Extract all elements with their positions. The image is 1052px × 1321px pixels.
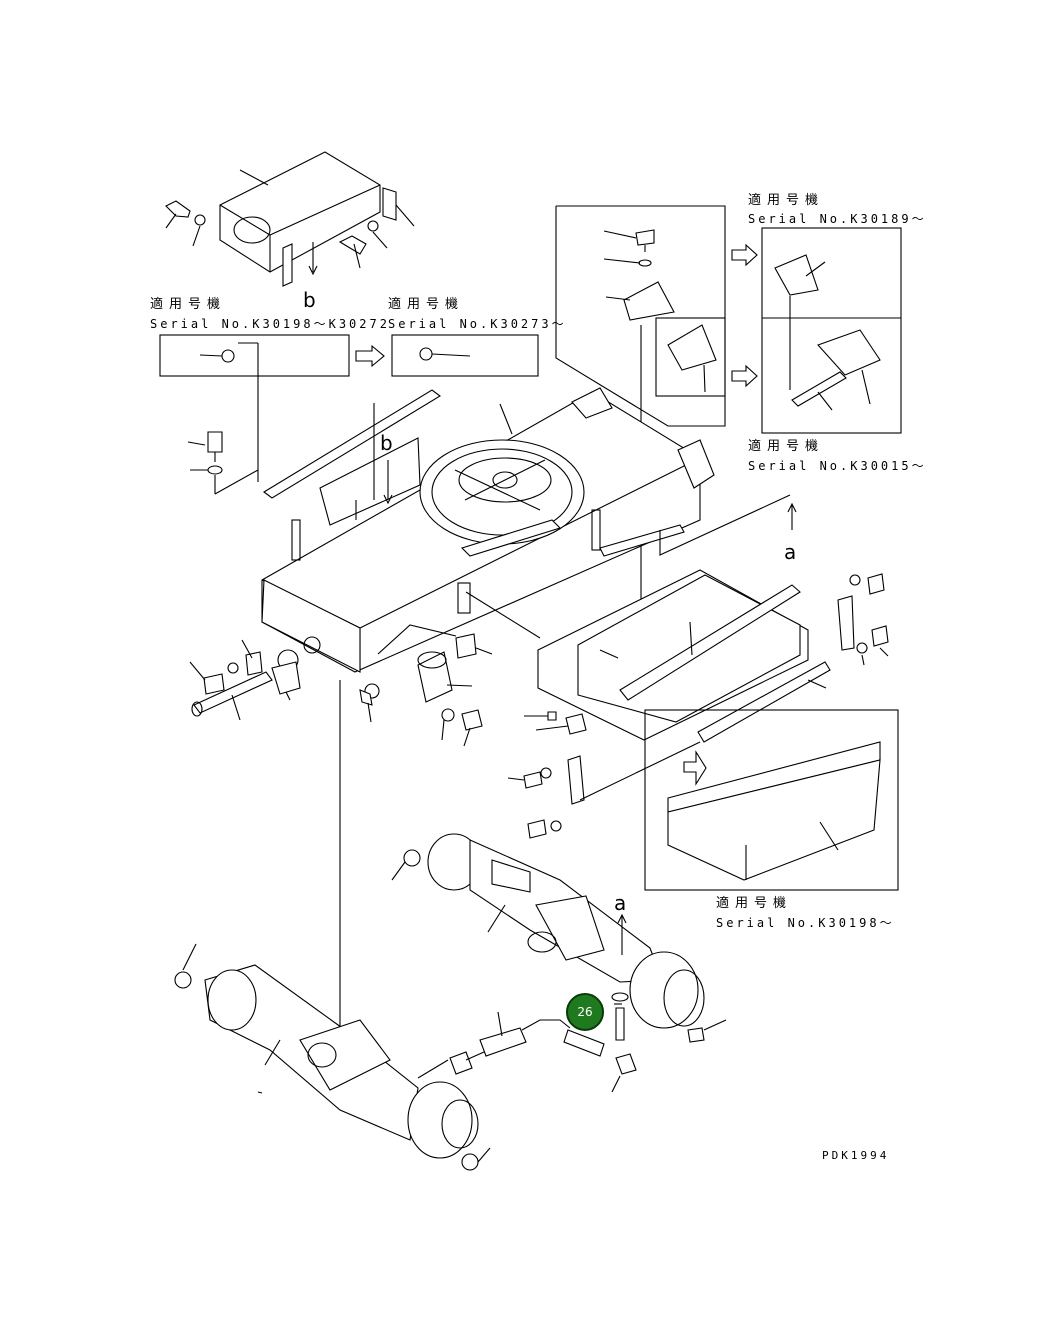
left-link-rods <box>507 741 701 839</box>
variant-box-b-right <box>391 334 539 377</box>
note-b-left-jp: 適用号機 <box>150 297 227 312</box>
variant-tray-box <box>644 709 899 891</box>
variant-box-right <box>761 227 902 434</box>
part-callout-26[interactable]: 26 <box>566 993 604 1031</box>
note-mid-right-jp: 適用号機 <box>748 439 825 454</box>
drive-shaft <box>449 992 637 1093</box>
variant-box-b-left <box>159 334 350 482</box>
drawing-code: PDK1994 <box>822 1149 890 1162</box>
cylinder-unit <box>359 582 493 747</box>
rear-axle <box>391 833 727 1043</box>
part-callout-number: 26 <box>577 1005 593 1019</box>
note-top-right-jp: 適用号機 <box>748 193 825 208</box>
note-bottom-right-jp: 適用号機 <box>716 896 793 911</box>
top-cover-box <box>219 151 415 287</box>
front-axle <box>174 943 491 1171</box>
center-tray <box>465 569 809 741</box>
tray-side-parts <box>697 573 889 743</box>
note-b-right-jp: 適用号機 <box>388 297 465 312</box>
reference-letter-a-axle: a <box>614 891 627 915</box>
note-b-right-serial: Serial No.K30273～ <box>388 317 567 331</box>
note-top-right-serial: Serial No.K30189～ <box>748 212 927 226</box>
top-cover-bolts <box>165 200 388 269</box>
main-frame <box>187 387 797 673</box>
bracket-group-box <box>555 205 726 680</box>
reference-letter-b-top: b <box>303 288 316 312</box>
reference-letter-a-top: a <box>784 540 797 564</box>
note-b-left-serial: Serial No.K30198～K30272 <box>150 317 390 331</box>
reference-letter-b-frame: b <box>380 431 393 455</box>
frame-pin-and-bolts <box>189 639 341 1032</box>
variant-arrows-right <box>731 243 758 388</box>
variant-arrow-b <box>355 344 385 368</box>
note-bottom-right-serial: Serial No.K30198～ <box>716 916 895 930</box>
note-mid-right-serial: Serial No.K30015～ <box>748 459 927 473</box>
